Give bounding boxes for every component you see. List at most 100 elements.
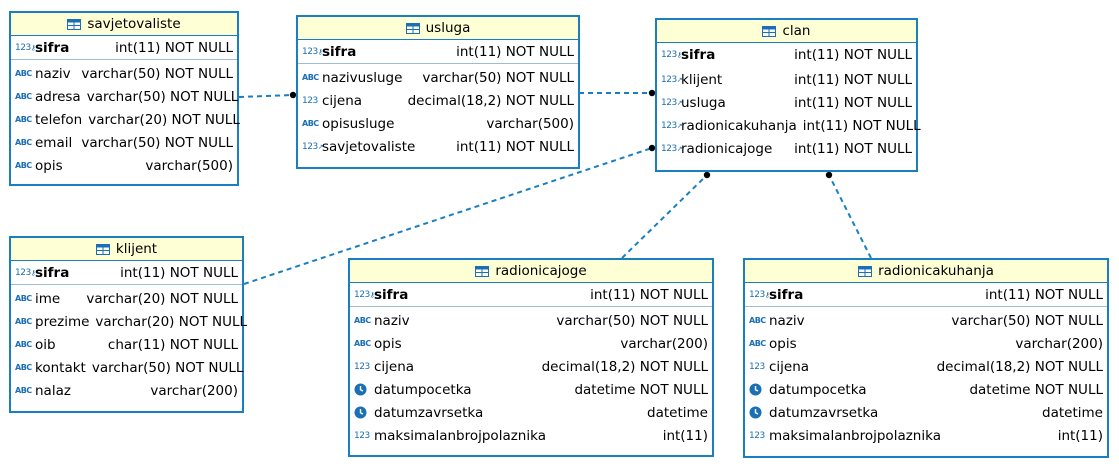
foreign-key-icon: 123↗ <box>302 141 324 152</box>
link-radionicakuhanja-clan <box>828 174 872 259</box>
column-type: varchar(50) NOT NULL <box>91 359 244 376</box>
column-type: int(11) NOT NULL <box>794 140 912 157</box>
column-type: int(11) NOT NULL <box>456 43 574 60</box>
table-icon <box>405 22 420 34</box>
column-name: datumpocetka <box>374 381 472 398</box>
entity-header[interactable]: usluga <box>298 17 578 40</box>
column-name: naziv <box>374 312 410 329</box>
column-type: int(11) <box>662 427 708 444</box>
column-name: sifra <box>681 46 716 63</box>
clock-icon <box>749 383 767 396</box>
link-end-dot <box>703 171 711 179</box>
number-icon: 123 <box>354 430 370 441</box>
clock-icon <box>354 406 372 419</box>
primary-key-row[interactable]: 123⚷sifra int(11) NOT NULL <box>11 36 237 60</box>
column-type: int(11) NOT NULL <box>985 286 1103 303</box>
column-type: decimal(18,2) NOT NULL <box>936 358 1103 375</box>
column-name: cijena <box>322 92 363 109</box>
foreign-key-icon: 123↗ <box>661 74 683 85</box>
column-type: varchar(50) NOT NULL <box>556 312 708 329</box>
column-type: varchar(200) <box>150 382 238 399</box>
column-type: int(11) NOT NULL <box>794 94 912 111</box>
primary-key-icon: 123⚷ <box>661 49 682 60</box>
entity-header[interactable]: savjetovaliste <box>11 13 237 36</box>
column-type: varchar(20) NOT NULL <box>88 111 240 128</box>
abc-icon: ABC <box>354 316 371 325</box>
abc-icon: ABC <box>15 317 32 326</box>
entity-header[interactable]: radionicajoge <box>350 260 712 283</box>
entity-header[interactable]: clan <box>657 20 916 43</box>
column-name: sifra <box>769 286 804 303</box>
link-end-dot <box>825 171 833 179</box>
column-type: varchar(500) <box>486 115 574 132</box>
column-name: opis <box>374 335 402 352</box>
entity-header[interactable]: klijent <box>11 238 242 261</box>
column-name: nalaz <box>35 382 71 399</box>
abc-icon: ABC <box>15 294 32 303</box>
column-type: varchar(50) NOT NULL <box>422 69 574 86</box>
primary-key-icon: 123⚷ <box>15 267 36 278</box>
foreign-key-icon: 123↗ <box>661 143 683 154</box>
abc-icon: ABC <box>749 339 766 348</box>
column-name: telefon <box>35 111 83 128</box>
foreign-key-icon: 123↗ <box>661 120 683 131</box>
entity-header[interactable]: radionicakuhanja <box>745 260 1107 283</box>
column-name: sifra <box>35 264 70 281</box>
abc-icon: ABC <box>15 340 32 349</box>
column-name: sifra <box>35 39 70 56</box>
number-icon: 123 <box>749 430 765 441</box>
number-icon: 123 <box>354 361 370 372</box>
column-name: opis <box>769 335 797 352</box>
column-type: int(11) NOT NULL <box>115 39 233 56</box>
column-type: int(11) NOT NULL <box>802 117 921 134</box>
abc-icon: ABC <box>15 115 32 124</box>
column-type: varchar(200) <box>1015 335 1103 352</box>
entity-savjetovaliste[interactable]: savjetovaliste 123⚷sifra int(11) NOT NULL A… <box>9 11 240 186</box>
primary-key-icon: 123⚷ <box>15 42 36 53</box>
